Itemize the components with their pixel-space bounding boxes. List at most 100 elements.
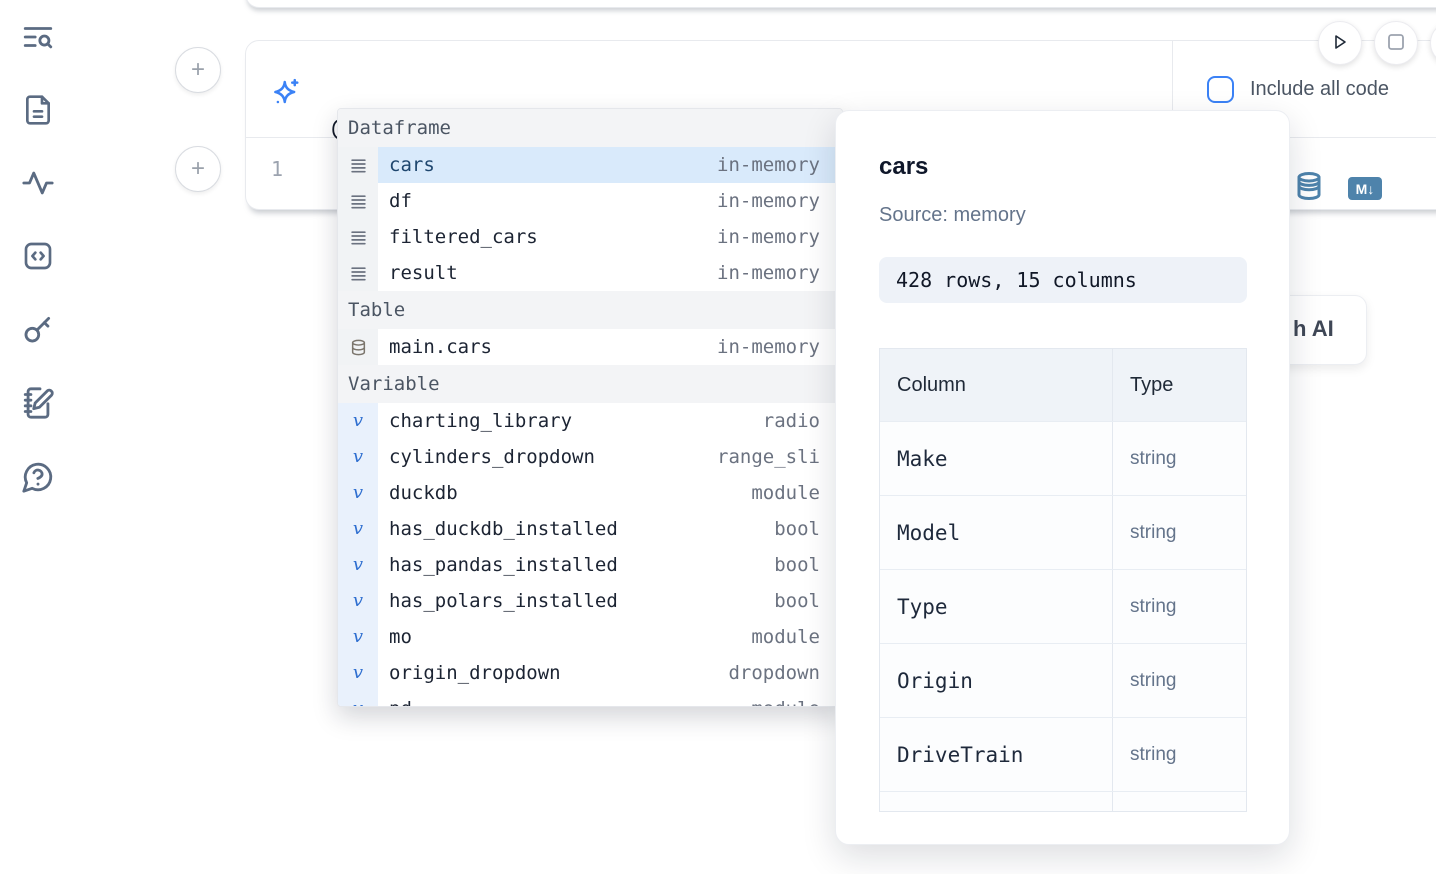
- completion-item-name: main.cars: [389, 336, 492, 358]
- completion-item-name: charting_library: [389, 410, 573, 432]
- completion-item[interactable]: cars in-memory: [338, 147, 842, 183]
- completion-item-name: origin_dropdown: [389, 662, 561, 684]
- completion-item[interactable]: main.cars in-memory: [338, 329, 842, 365]
- run-cell-button[interactable]: [1318, 21, 1362, 65]
- completion-item[interactable]: v has_polars_installed bool: [338, 583, 842, 619]
- variable-icon: v: [352, 446, 364, 467]
- sidebar: [16, 20, 60, 494]
- variable-icon: v: [353, 700, 363, 707]
- previous-cell-edge: [245, 0, 1436, 8]
- completion-item-type: bool: [774, 590, 820, 612]
- sparkles-icon: [271, 77, 301, 112]
- markdown-icon[interactable]: M↓: [1348, 177, 1382, 200]
- schema-column-name: Origin: [897, 668, 973, 693]
- completion-item-type: module: [751, 698, 820, 706]
- dataframe-preview-panel: cars Source: memory 428 rows, 15 columns…: [835, 110, 1290, 845]
- variable-icon: v: [352, 626, 364, 647]
- completion-item[interactable]: v pd module: [338, 691, 842, 707]
- variable-icon: v: [352, 518, 364, 539]
- variable-icon: v: [352, 482, 364, 503]
- notebook-pen-icon[interactable]: [21, 386, 55, 420]
- variable-icon: v: [338, 547, 378, 583]
- schema-row: [880, 791, 1246, 811]
- schema-column-type: string: [1130, 743, 1177, 765]
- schema-row: DriveTrain string: [880, 717, 1246, 791]
- schema-column-type: string: [1130, 447, 1177, 469]
- schema-column-type: string: [1130, 521, 1177, 543]
- completion-item[interactable]: df in-memory: [338, 183, 842, 219]
- variable-icon: v: [338, 583, 378, 619]
- completion-item-name: cars: [389, 154, 435, 176]
- schema-row: Model string: [880, 495, 1246, 569]
- generate-with-ai-label: h AI: [1293, 316, 1334, 341]
- include-all-code-label: Include all code: [1250, 78, 1389, 100]
- stop-icon: [1387, 33, 1405, 54]
- preview-source: Source: memory: [879, 204, 1026, 226]
- variable-icon: v: [338, 691, 378, 707]
- completion-item-type: in-memory: [717, 336, 820, 358]
- rows-icon: [338, 219, 378, 255]
- schema-header-type: Type: [1130, 373, 1174, 396]
- variable-icon: v: [352, 410, 364, 431]
- text-search-icon[interactable]: [21, 20, 55, 54]
- completion-item-name: cylinders_dropdown: [389, 446, 595, 468]
- completion-item[interactable]: v has_duckdb_installed bool: [338, 511, 842, 547]
- completion-item-type: in-memory: [717, 154, 820, 176]
- completion-item-name: pd: [389, 698, 412, 706]
- completion-item-name: mo: [389, 626, 412, 648]
- completion-item-type: range_sli: [717, 446, 820, 468]
- completion-item[interactable]: v charting_library radio: [338, 403, 842, 439]
- stop-button[interactable]: [1374, 21, 1418, 65]
- variable-icon: v: [338, 475, 378, 511]
- shape-badge: 428 rows, 15 columns: [879, 257, 1247, 303]
- schema-column-name: Model: [897, 520, 961, 545]
- variable-icon: v: [338, 655, 378, 691]
- variable-icon: v: [352, 590, 364, 611]
- variable-icon: v: [338, 403, 378, 439]
- schema-column-name: Make: [897, 446, 948, 471]
- completion-item-type: module: [751, 482, 820, 504]
- completion-item-name: filtered_cars: [389, 226, 538, 248]
- completion-item[interactable]: v mo module: [338, 619, 842, 655]
- completion-item-type: radio: [762, 410, 820, 432]
- schema-header-column: Column: [897, 373, 966, 396]
- variable-icon: v: [338, 511, 378, 547]
- completion-item-type: bool: [774, 518, 820, 540]
- schema-row: Type string: [880, 569, 1246, 643]
- completion-item-name: df: [389, 190, 412, 212]
- line-number: 1: [271, 157, 284, 181]
- activity-icon[interactable]: [21, 166, 55, 200]
- play-icon: [1330, 32, 1350, 55]
- schema-header-row: Column Type: [880, 349, 1246, 421]
- completion-item-type: module: [751, 626, 820, 648]
- rows-icon: [338, 183, 378, 219]
- schema-column-type: string: [1130, 595, 1177, 617]
- completion-item-name: has_duckdb_installed: [389, 518, 618, 540]
- completion-item-name: has_pandas_installed: [389, 554, 618, 576]
- help-chat-icon[interactable]: [21, 460, 55, 494]
- code-box-icon[interactable]: [22, 240, 54, 272]
- completion-item[interactable]: v cylinders_dropdown range_sli: [338, 439, 842, 475]
- schema-column-type: string: [1130, 669, 1177, 691]
- variable-icon: v: [352, 662, 364, 683]
- completion-item[interactable]: filtered_cars in-memory: [338, 219, 842, 255]
- schema-column-name: DriveTrain: [897, 742, 1024, 767]
- completion-item-name: has_polars_installed: [389, 590, 618, 612]
- completion-item-type: in-memory: [717, 190, 820, 212]
- file-text-icon[interactable]: [22, 94, 54, 126]
- completion-section-dataframe: Dataframe: [338, 109, 842, 147]
- include-all-code-checkbox[interactable]: [1207, 76, 1234, 103]
- add-cell-above-button[interactable]: +: [175, 47, 221, 93]
- schema-column-name: Type: [897, 594, 948, 619]
- database-icon[interactable]: [1294, 171, 1324, 206]
- variable-icon: v: [338, 619, 378, 655]
- key-icon[interactable]: [21, 312, 55, 346]
- completion-item-type: in-memory: [717, 226, 820, 248]
- add-cell-below-button[interactable]: +: [175, 146, 221, 192]
